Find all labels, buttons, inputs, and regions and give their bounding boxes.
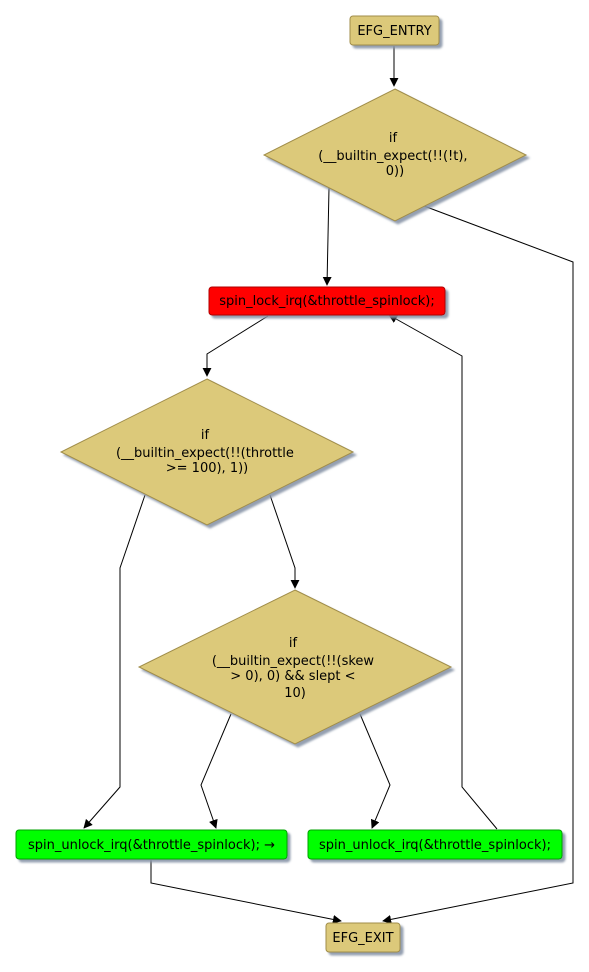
- exit-box: [325, 922, 401, 953]
- edges: [83, 46, 574, 924]
- lock-box: [208, 286, 446, 316]
- edge-check-skew-to-unlock-loop: [359, 713, 391, 829]
- decision-check-throttle-shape: [59, 378, 355, 526]
- unlock-loop-label: spin_unlock_irq(&throttle_spinlock);: [319, 838, 551, 853]
- decision-check-t-shape: [262, 88, 528, 222]
- decision-check-t-label: if (__builtin_expect(!!(!t), 0)): [318, 131, 471, 179]
- unlock-exit-label: spin_unlock_irq(&throttle_spinlock); →: [28, 838, 275, 853]
- decision-check-throttle: if (__builtin_expect(!!(throttle >= 100)…: [59, 378, 355, 526]
- entry-box: [349, 15, 440, 46]
- decision-check-skew-shape: [137, 589, 453, 745]
- unlock-loop-box: [307, 829, 563, 860]
- unlock-exit-box: [15, 829, 288, 860]
- entry-label: EFG_ENTRY: [357, 24, 431, 39]
- edge-check-t-to-lock: [322, 187, 332, 286]
- exit-node: EFG_EXIT: [325, 922, 401, 953]
- edge-unlock-exit-to-exit: [150, 860, 342, 924]
- decision-check-t: if (__builtin_expect(!!(!t), 0)): [262, 88, 528, 222]
- decision-check-throttle-label: if (__builtin_expect(!!(throttle >= 100)…: [116, 428, 298, 476]
- lock-node: spin_lock_irq(&throttle_spinlock);: [208, 286, 446, 316]
- unlock-exit-node: spin_unlock_irq(&throttle_spinlock); →: [15, 829, 288, 860]
- unlock-loop-node: spin_unlock_irq(&throttle_spinlock);: [307, 829, 563, 860]
- lock-label: spin_lock_irq(&throttle_spinlock);: [219, 294, 435, 309]
- exit-label: EFG_EXIT: [332, 931, 393, 946]
- decision-check-skew: if (__builtin_expect(!!(skew > 0), 0) &&…: [137, 589, 453, 745]
- edge-check-throttle-to-check-skew: [269, 494, 300, 589]
- entry-node: EFG_ENTRY: [349, 15, 440, 46]
- edge-check-t-to-exit: [382, 205, 574, 924]
- edge-lock-to-check-throttle: [202, 315, 269, 377]
- edge-check-throttle-to-unlock-exit: [83, 494, 146, 829]
- edge-unlock-loop-to-lock: [388, 314, 498, 830]
- decision-check-skew-label: if (__builtin_expect(!!(skew > 0), 0) &&…: [212, 636, 378, 701]
- edge-check-skew-to-unlock-exit: [200, 713, 232, 829]
